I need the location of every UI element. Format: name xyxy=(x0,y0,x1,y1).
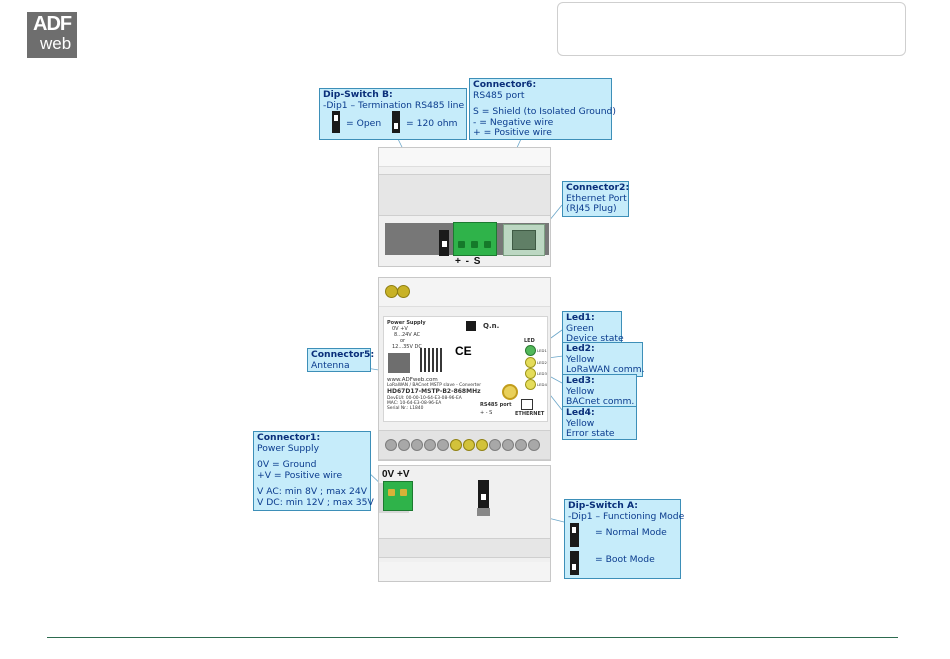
dip-normal-icon xyxy=(570,523,579,547)
rs485-terminal[interactable] xyxy=(453,222,497,256)
led4 xyxy=(525,379,536,390)
callout-led2: Led2: Yellow LoRaWAN comm. xyxy=(562,342,645,377)
callout-connector6: Connector6: RS485 port S = Shield (to Is… xyxy=(469,78,616,140)
dip-boot-icon xyxy=(570,551,579,575)
callout-led4: Led4: Yellow Error state xyxy=(562,406,637,440)
module-top: + - S xyxy=(378,147,551,267)
qr-code xyxy=(420,348,444,372)
antenna-connector[interactable] xyxy=(502,384,518,400)
header-empty-box xyxy=(557,2,906,56)
power-terminal-label: 0V +V xyxy=(382,469,410,480)
module-bottom: 0V +V xyxy=(378,465,551,582)
footer-rule xyxy=(47,637,898,638)
led2 xyxy=(525,357,536,368)
module-middle: Power Supply 0V +V 8...24V AC or 12...35… xyxy=(378,277,551,461)
callout-connector2: Connector2: Ethernet Port (RJ45 Plug) xyxy=(562,181,629,217)
dip-open-icon xyxy=(332,111,340,133)
callout-connector1: Connector1: Power Supply 0V = Ground +V … xyxy=(253,431,374,511)
led3 xyxy=(525,368,536,379)
product-label: Power Supply 0V +V 8...24V AC or 12...35… xyxy=(383,316,548,422)
dip-switch-b[interactable] xyxy=(439,230,449,256)
power-terminal[interactable] xyxy=(383,481,413,511)
dip-switch-a[interactable] xyxy=(478,480,489,508)
ethernet-icon xyxy=(521,399,533,410)
dip-120ohm-icon xyxy=(392,111,400,133)
label-dip-icon xyxy=(466,321,476,331)
callout-led1: Led1: Green Device state xyxy=(562,311,624,345)
led1 xyxy=(525,345,536,356)
label-logo xyxy=(388,353,410,373)
callout-connector5: Connector5: Antenna xyxy=(307,348,374,372)
callout-dip-switch-a: Dip-Switch A: -Dip1 – Functioning Mode =… xyxy=(564,499,684,579)
led-indicator-2 xyxy=(397,285,410,298)
ethernet-port[interactable] xyxy=(503,224,545,256)
adfweb-logo: ADF web xyxy=(27,12,77,58)
ce-mark: CE xyxy=(455,344,472,358)
terminal-marking: + - S xyxy=(455,256,482,267)
callout-dip-switch-b: Dip-Switch B: -Dip1 – Termination RS485 … xyxy=(319,88,467,140)
callout-led3: Led3: Yellow BACnet comm. xyxy=(562,374,637,409)
